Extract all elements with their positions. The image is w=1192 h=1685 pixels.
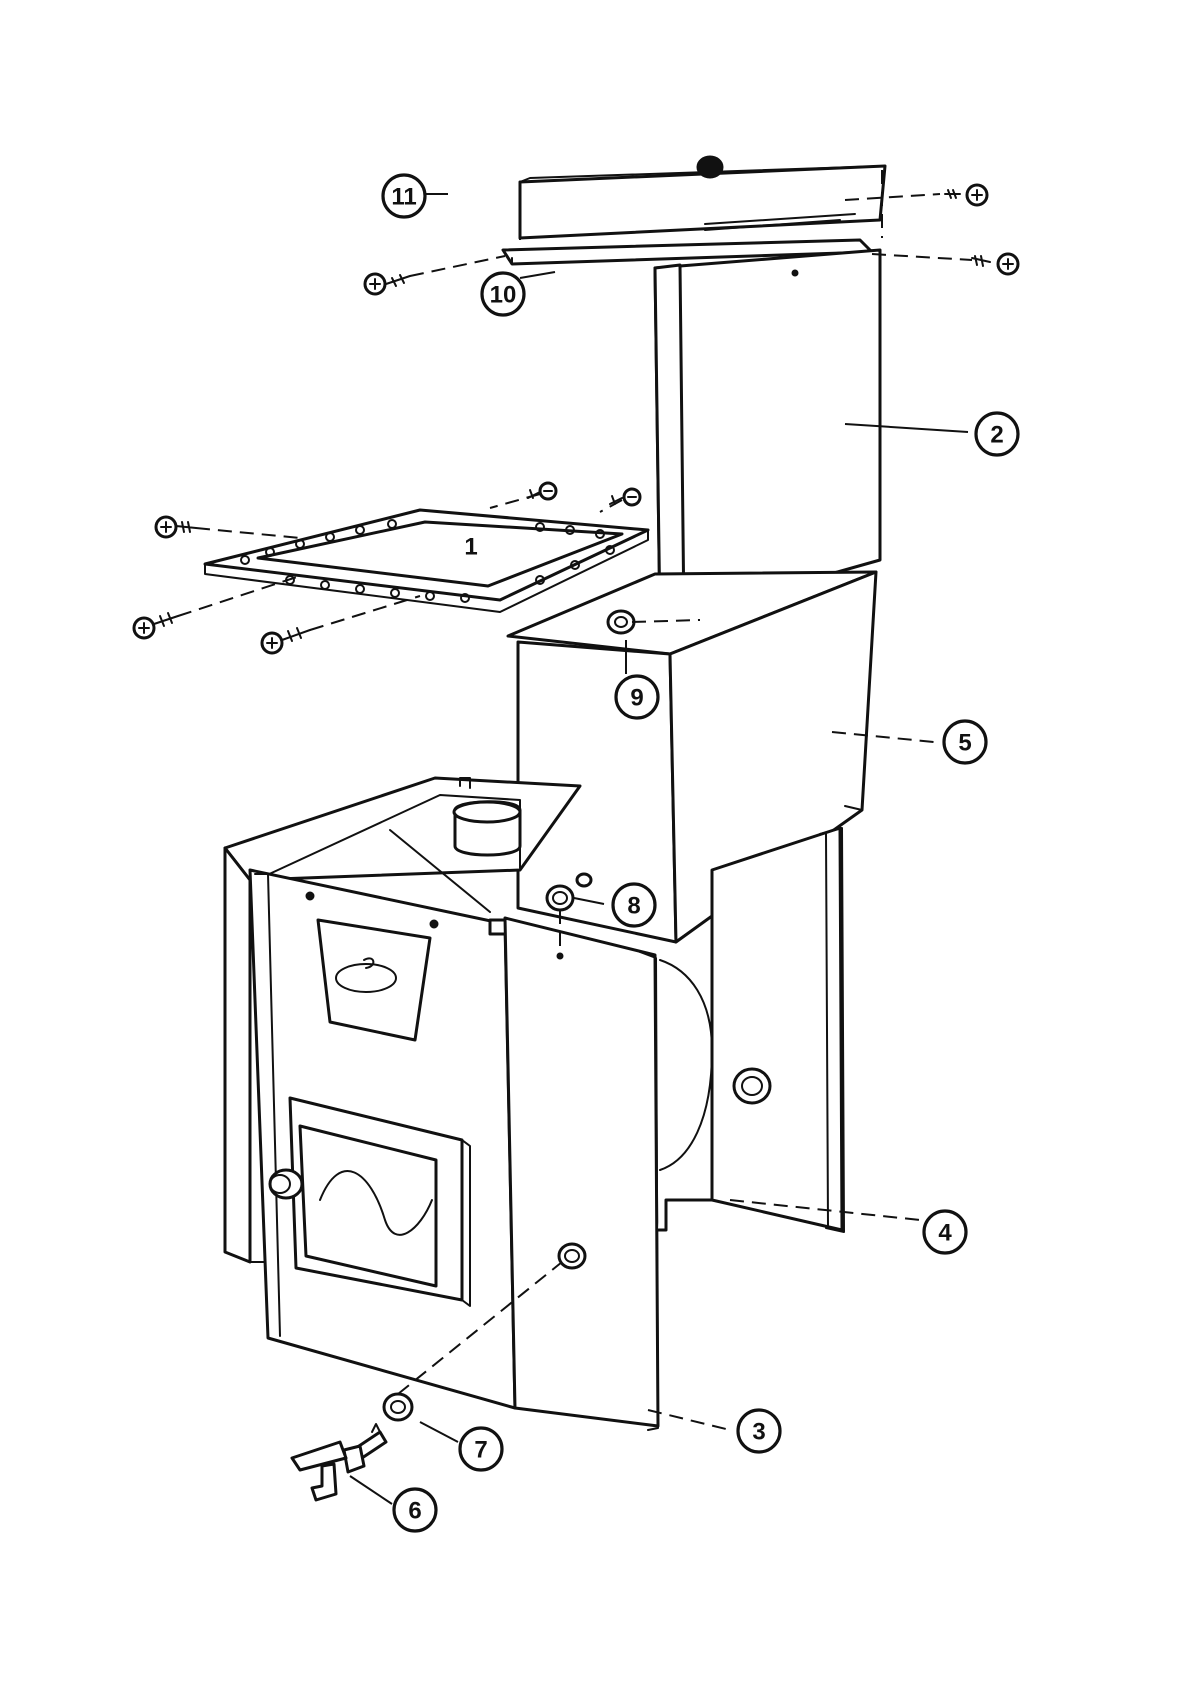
screw-frame-left-upper (156, 517, 196, 537)
callout-1: 1 (464, 534, 477, 561)
callout-6-label: 6 (408, 1498, 421, 1525)
callout-11-label: 11 (391, 184, 416, 211)
part-top-frame (205, 510, 648, 612)
part-upper-panel (655, 250, 880, 622)
callout-4: 4 (924, 1211, 966, 1253)
part-plug (384, 1394, 412, 1420)
callout-2-label: 2 (990, 422, 1003, 449)
callout-10-label: 10 (490, 282, 517, 309)
screw-left-lid (365, 274, 410, 294)
part-lid (520, 156, 885, 245)
callout-7-label: 7 (474, 1437, 487, 1464)
callout-5-label: 5 (958, 730, 971, 757)
part-side-panel (505, 918, 658, 1430)
callout-2: 2 (976, 413, 1018, 455)
callout-8: 8 (613, 884, 655, 926)
screw-frame-top-b (610, 489, 640, 505)
part-back-panel (712, 828, 844, 1232)
callout-3-label: 3 (752, 1419, 765, 1446)
callout-10: 10 (482, 273, 524, 315)
callout-11: 11 (383, 175, 425, 217)
callout-9: 9 (616, 676, 658, 718)
callout-1-label: 1 (464, 534, 477, 561)
screw-top-right-upper (945, 185, 987, 205)
screw-frame-left-lower (134, 613, 178, 638)
callout-7: 7 (460, 1428, 502, 1470)
callout-4-label: 4 (938, 1220, 952, 1247)
callout-3: 3 (738, 1410, 780, 1452)
screw-top-right-lower (972, 254, 1018, 274)
front-panel (250, 870, 515, 1408)
callout-6: 6 (394, 1489, 436, 1531)
callout-9-label: 9 (630, 685, 643, 712)
firebox-shell (658, 916, 712, 1230)
callout-5: 5 (944, 721, 986, 763)
callout-8-label: 8 (627, 893, 640, 920)
screw-frame-bottom (262, 628, 310, 653)
part-drain-tap (292, 1424, 386, 1500)
